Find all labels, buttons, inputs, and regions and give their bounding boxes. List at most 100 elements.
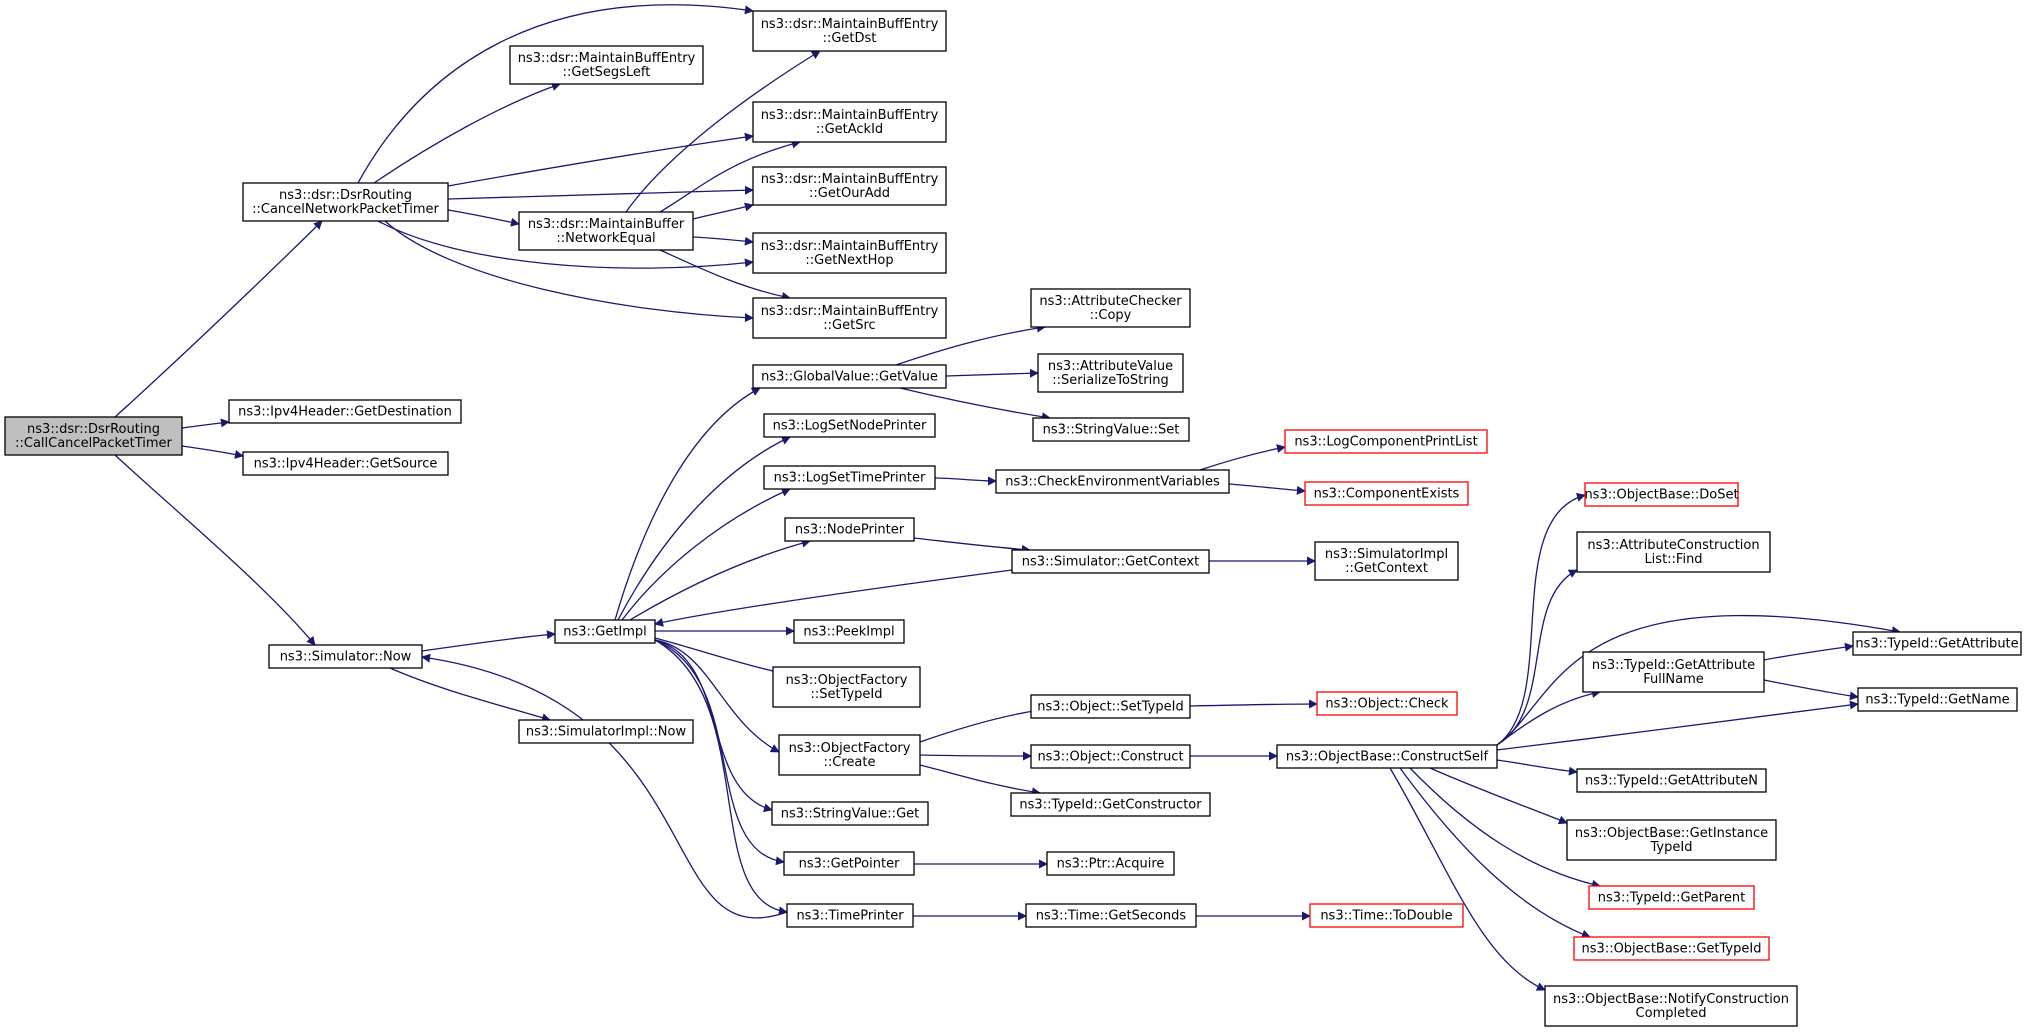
node-checkEnv[interactable]: ns3::CheckEnvironmentVariables [995,469,1230,494]
node-simImplNow[interactable]: ns3::SimulatorImpl::Now [518,719,694,744]
edge-simNow-to-simImplNow [389,667,551,722]
node-logCompList[interactable]: ns3::LogComponentPrintList [1284,429,1488,454]
node-label: ns3::Simulator::GetContext [1022,555,1199,570]
node-getSrc[interactable]: ns3::dsr::MaintainBuffEntry::GetSrc [752,297,947,339]
node-logSetTime[interactable]: ns3::LogSetTimePrinter [763,465,936,490]
edge-ofCreate-to-tidGetCtor [919,764,1041,797]
node-box [268,644,423,669]
node-box [518,211,694,251]
node-label: ns3::ObjectFactory [789,741,911,756]
node-box [784,517,915,542]
node-label: ns3::LogComponentPrintList [1294,435,1477,450]
node-objCheck[interactable]: ns3::Object::Check [1316,691,1458,716]
node-tidGetParent[interactable]: ns3::TypeId::GetParent [1588,885,1755,910]
edge-getImpl-to-ofSetTypeId [654,637,791,678]
node-label: ns3::ComponentExists [1314,487,1460,502]
node-box [752,166,947,206]
node-ptrAcquire[interactable]: ns3::Ptr::Acquire [1046,851,1175,876]
edge-ofCreate-to-objConstruct [919,751,1032,761]
node-obDoSet[interactable]: ns3::ObjectBase::DoSet [1584,482,1739,507]
node-simImplCtx[interactable]: ns3::SimulatorImpl::GetContext [1314,541,1459,581]
node-box [1030,694,1191,719]
node-getDst[interactable]: ns3::dsr::MaintainBuffEntry::GetDst [752,10,947,52]
node-label: ns3::TypeId::GetAttribute [1855,637,2018,652]
edge-ofCreate-to-objSetTypeId [919,706,1041,743]
node-label: ns3::SimulatorImpl [1325,547,1448,562]
node-obNotify[interactable]: ns3::ObjectBase::NotifyConstructionCompl… [1544,985,1798,1027]
node-getSegs[interactable]: ns3::dsr::MaintainBuffEntry::GetSegsLeft [509,45,704,85]
node-label: Completed [1636,1006,1707,1021]
node-root[interactable]: ns3::dsr::DsrRouting::CallCancelPacketTi… [4,416,183,456]
node-label: ns3::dsr::MaintainBuffEntry [518,51,696,66]
node-objSetTypeId[interactable]: ns3::Object::SetTypeId [1030,694,1191,719]
node-getOurAdd[interactable]: ns3::dsr::MaintainBuffEntry::GetOurAdd [752,166,947,206]
edge-obConstructSelf-to-obGetTypeId [1399,767,1591,939]
node-label: ns3::ObjectBase::NotifyConstruction [1553,992,1789,1007]
node-tidGetName[interactable]: ns3::TypeId::GetName [1857,687,2018,712]
node-cancelNet[interactable]: ns3::dsr::DsrRouting::CancelNetworkPacke… [242,182,449,222]
node-getPointer[interactable]: ns3::GetPointer [783,851,915,876]
node-timeToDouble[interactable]: ns3::Time::ToDouble [1309,903,1464,928]
node-label: ns3::Ipv4Header::GetSource [254,457,438,472]
node-getDest[interactable]: ns3::Ipv4Header::GetDestination [228,399,462,424]
node-box [1316,691,1458,716]
node-tidGetAttr[interactable]: ns3::TypeId::GetAttribute [1852,631,2022,656]
edge-obConstructSelf-to-tidGetAttrFull [1496,689,1601,746]
node-label: ns3::ObjectBase::GetTypeId [1582,942,1762,957]
edge-obConstructSelf-to-aclFind [1496,569,1578,746]
node-box [1011,549,1210,574]
node-label: ::SerializeToString [1052,373,1168,388]
node-peekImpl[interactable]: ns3::PeekImpl [793,619,905,644]
node-label: ::CancelNetworkPacketTimer [252,202,439,217]
node-ofCreate[interactable]: ns3::ObjectFactory::Create [778,734,921,776]
node-simNow[interactable]: ns3::Simulator::Now [268,644,423,669]
node-box [509,45,704,85]
node-objConstruct[interactable]: ns3::Object::Construct [1030,744,1191,769]
node-box [778,734,921,776]
node-getImpl[interactable]: ns3::GetImpl [554,619,656,644]
node-box [752,232,947,274]
node-avSerialize[interactable]: ns3::AttributeValue::SerializeToString [1037,353,1184,393]
node-box [1309,903,1464,928]
node-timeGetSec[interactable]: ns3::Time::GetSeconds [1025,903,1197,928]
node-label: ::GetNextHop [805,253,893,268]
node-gvGetValue[interactable]: ns3::GlobalValue::GetValue [752,364,947,389]
edge-getImpl-to-logSetTime [621,488,791,621]
node-box [783,851,915,876]
node-box [1544,985,1798,1027]
node-getAckId[interactable]: ns3::dsr::MaintainBuffEntry::GetAckId [752,101,947,143]
node-simGetContext[interactable]: ns3::Simulator::GetContext [1011,549,1210,574]
node-label: ::GetSegsLeft [563,65,651,80]
node-label: ns3::dsr::DsrRouting [279,188,412,203]
node-acCopy[interactable]: ns3::AttributeChecker::Copy [1030,288,1191,328]
node-getSource[interactable]: ns3::Ipv4Header::GetSource [242,451,449,476]
node-tidGetAttrN[interactable]: ns3::TypeId::GetAttributeN [1576,768,1767,793]
node-ofSetTypeId[interactable]: ns3::ObjectFactory::SetTypeId [772,666,921,708]
node-label: TypeId [1650,840,1693,855]
node-obConstructSelf[interactable]: ns3::ObjectBase::ConstructSelf [1276,744,1498,769]
node-obGetTypeId[interactable]: ns3::ObjectBase::GetTypeId [1573,936,1770,961]
edge-cancelNet-to-netEqual [447,209,520,227]
node-nodePrinter[interactable]: ns3::NodePrinter [784,517,915,542]
edge-cancelNet-to-getOurAdd [447,185,754,200]
node-box [1010,792,1211,817]
node-label: ns3::ObjectBase::GetInstance [1575,826,1768,841]
node-label: ns3::PeekImpl [803,625,894,640]
edge-root-to-getDest [181,418,230,429]
node-logSetNode[interactable]: ns3::LogSetNodePrinter [763,413,936,438]
node-label: ns3::TypeId::GetAttribute [1592,658,1755,673]
node-label: ns3::dsr::MaintainBuffEntry [761,304,939,319]
edge-obConstructSelf-to-tidGetParent [1409,767,1601,889]
node-netEqual[interactable]: ns3::dsr::MaintainBuffer::NetworkEqual [518,211,694,251]
node-box [995,469,1230,494]
node-svGet[interactable]: ns3::StringValue::Get [771,801,929,826]
node-svSet[interactable]: ns3::StringValue::Set [1032,417,1190,442]
node-compExists[interactable]: ns3::ComponentExists [1304,481,1469,506]
node-getNextHop[interactable]: ns3::dsr::MaintainBuffEntry::GetNextHop [752,232,947,274]
node-box [1304,481,1469,506]
node-timePrinter[interactable]: ns3::TimePrinter [786,903,914,928]
node-tidGetCtor[interactable]: ns3::TypeId::GetConstructor [1010,792,1211,817]
